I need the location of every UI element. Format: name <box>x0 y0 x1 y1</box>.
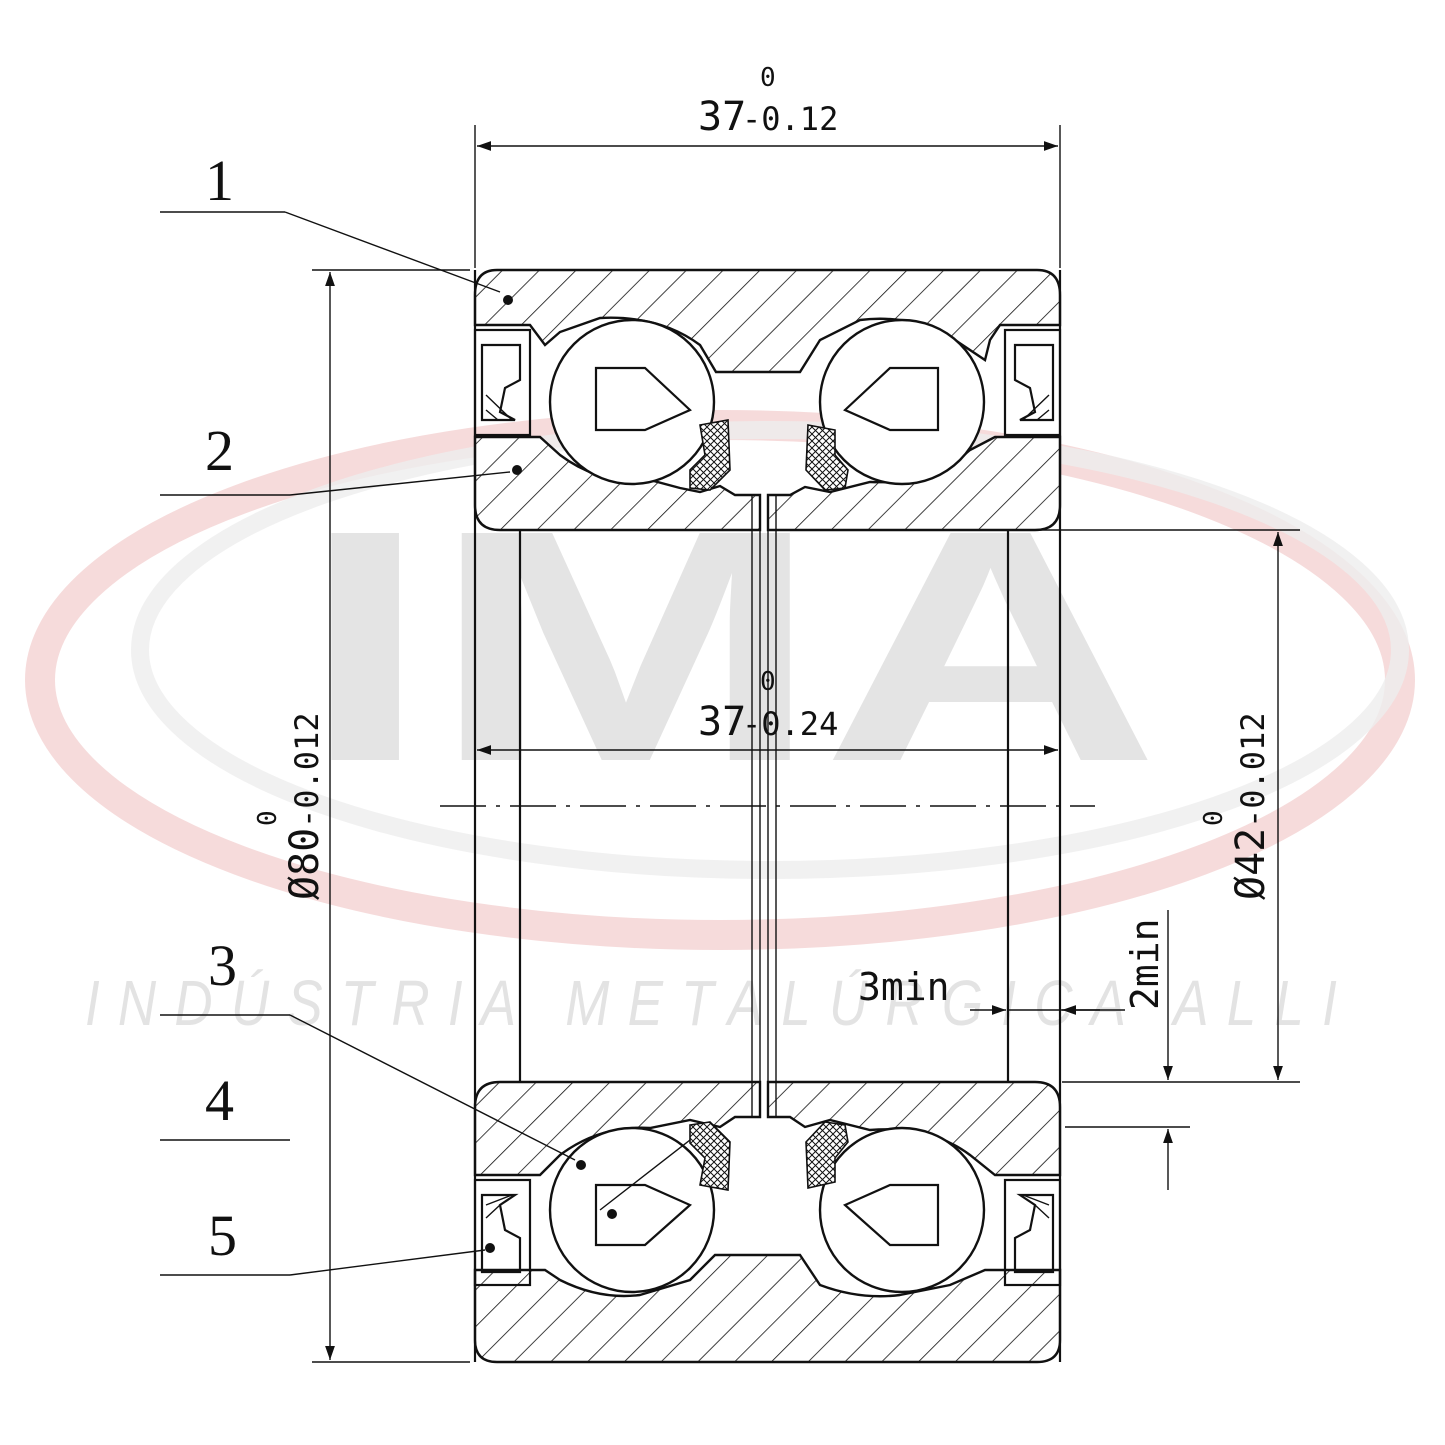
dim-outer-diameter-upper: 0 <box>253 810 283 826</box>
callout-5-dot <box>485 1243 495 1253</box>
dim-width-inner: 37 0 -0.24 <box>477 667 1058 755</box>
dim-outer-diameter: Ø80 0 -0.012 <box>253 269 470 1363</box>
ball-top-left-marker <box>594 366 692 432</box>
seal-bottom-right <box>1003 1178 1062 1287</box>
cage-top-right <box>805 424 849 491</box>
ball-bottom-left-marker <box>594 1183 693 1247</box>
callout-5: 5 <box>160 1203 495 1276</box>
dim-outer-diameter-base: Ø80 <box>282 828 328 900</box>
seal-top-right <box>1003 328 1062 437</box>
ball-bottom-right-marker <box>842 1183 940 1247</box>
dim-width-inner-base: 37 <box>698 699 746 745</box>
cage-bottom-right <box>805 1121 849 1189</box>
cage-top-left <box>689 419 731 491</box>
ball-top-left <box>548 318 716 486</box>
callout-4-number: 4 <box>205 1068 234 1133</box>
seal-top-left <box>473 328 532 437</box>
dim-chamfer-axial: 3min <box>858 965 1125 1015</box>
ball-top-right <box>818 318 986 486</box>
dim-outer-diameter-lower: -0.012 <box>288 712 326 828</box>
dim-width-outer-lower: -0.12 <box>742 100 838 138</box>
callout-1-dot <box>503 295 513 305</box>
ball-bottom-right <box>818 1126 986 1294</box>
dim-width-inner-lower: -0.24 <box>742 705 838 743</box>
dim-width-outer-base: 37 <box>698 94 746 140</box>
callout-4-dot <box>607 1209 617 1219</box>
callout-5-number: 5 <box>208 1203 237 1268</box>
watermark-swoosh-inner <box>131 421 1409 879</box>
dim-bore-diameter-base: Ø42 <box>1228 828 1274 900</box>
callout-2: 2 <box>160 418 522 496</box>
watermark-tagline: INDÚSTRIA METALÚRGICA ALLI <box>85 967 1355 1039</box>
ball-top-right-marker <box>843 366 940 432</box>
bore-outline <box>473 270 1062 1362</box>
callout-3-dot <box>576 1160 586 1170</box>
dim-width-inner-upper: 0 <box>760 667 776 697</box>
outer-ring-bottom-section <box>473 1253 1062 1364</box>
dim-bore-diameter-upper: 0 <box>1199 810 1229 826</box>
cage-bottom-left <box>689 1121 731 1191</box>
ball-bottom-left <box>548 1126 716 1294</box>
callout-1: 1 <box>160 148 513 305</box>
callout-3-number: 3 <box>208 933 237 998</box>
callout-2-number: 2 <box>205 418 234 483</box>
callout-3: 3 <box>160 933 586 1170</box>
dim-bore-diameter: Ø42 0 -0.012 <box>1012 529 1300 1083</box>
dim-width-outer-upper: 0 <box>760 63 776 93</box>
callout-4: 4 <box>160 1068 691 1219</box>
dim-chamfer-radial-label: 2min <box>1123 918 1167 1010</box>
dim-bore-diameter-lower: -0.012 <box>1234 712 1272 828</box>
callout-1-number: 1 <box>205 148 234 213</box>
dim-chamfer-axial-label: 3min <box>858 965 950 1009</box>
dim-chamfer-radial: 2min <box>1065 910 1190 1190</box>
callout-2-dot <box>512 465 522 475</box>
dim-width-outer: 37 0 -0.12 <box>474 63 1061 268</box>
